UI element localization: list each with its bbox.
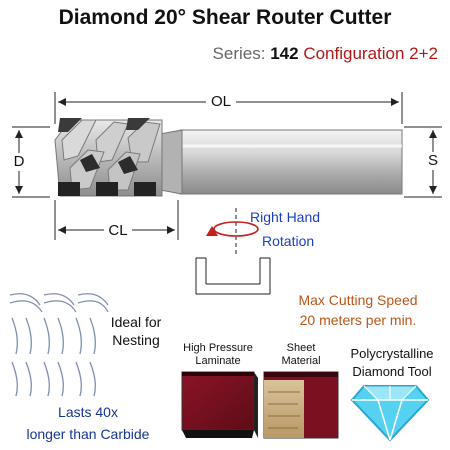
series-label: Series: (212, 44, 266, 63)
nesting-line1: Ideal for (110, 314, 162, 330)
d-label: D (13, 153, 25, 170)
cl-dimension-line (54, 200, 179, 240)
rotation-arrow-icon (206, 208, 259, 254)
configuration-label: Configuration 2+2 (303, 44, 438, 63)
lasts-line1: Lasts 40x (58, 404, 118, 420)
ol-dimension-line (54, 92, 403, 124)
s-label: S (427, 152, 438, 169)
d-dimension-line (10, 126, 50, 198)
laminate-sample-image (181, 371, 258, 438)
cutter-shank (179, 129, 403, 195)
sheet-label-line2: Material (281, 355, 321, 367)
ol-label: OL (210, 93, 231, 110)
sheet-material-image (263, 371, 339, 439)
series-number: 142 (270, 44, 299, 63)
cut-channel-icon (195, 257, 271, 295)
sheet-label-line1: Sheet (286, 342, 316, 354)
pcd-line1: Polycrystalline (350, 346, 434, 361)
cl-label: CL (108, 222, 128, 239)
rotation-line1: Right Hand (250, 209, 321, 225)
nesting-line2: Nesting (112, 332, 160, 348)
pcd-line2: Diamond Tool (352, 364, 432, 379)
nesting-pattern-icon (9, 293, 109, 397)
hpl-label-line1: High Pressure (183, 342, 253, 354)
lasts-line2: longer than Carbide (26, 426, 150, 442)
page-title: Diamond 20° Shear Router Cutter (58, 6, 392, 29)
speed-line1: Max Cutting Speed (298, 292, 418, 308)
series-line: Series: 142 Configuration 2+2 (0, 44, 450, 64)
cutter-head (54, 118, 163, 197)
speed-line2: 20 meters per min. (299, 312, 417, 328)
hpl-label-line2: Laminate (195, 355, 241, 367)
rotation-line2: Rotation (262, 233, 315, 249)
s-dimension-line (404, 126, 442, 198)
diamond-icon (350, 385, 430, 442)
